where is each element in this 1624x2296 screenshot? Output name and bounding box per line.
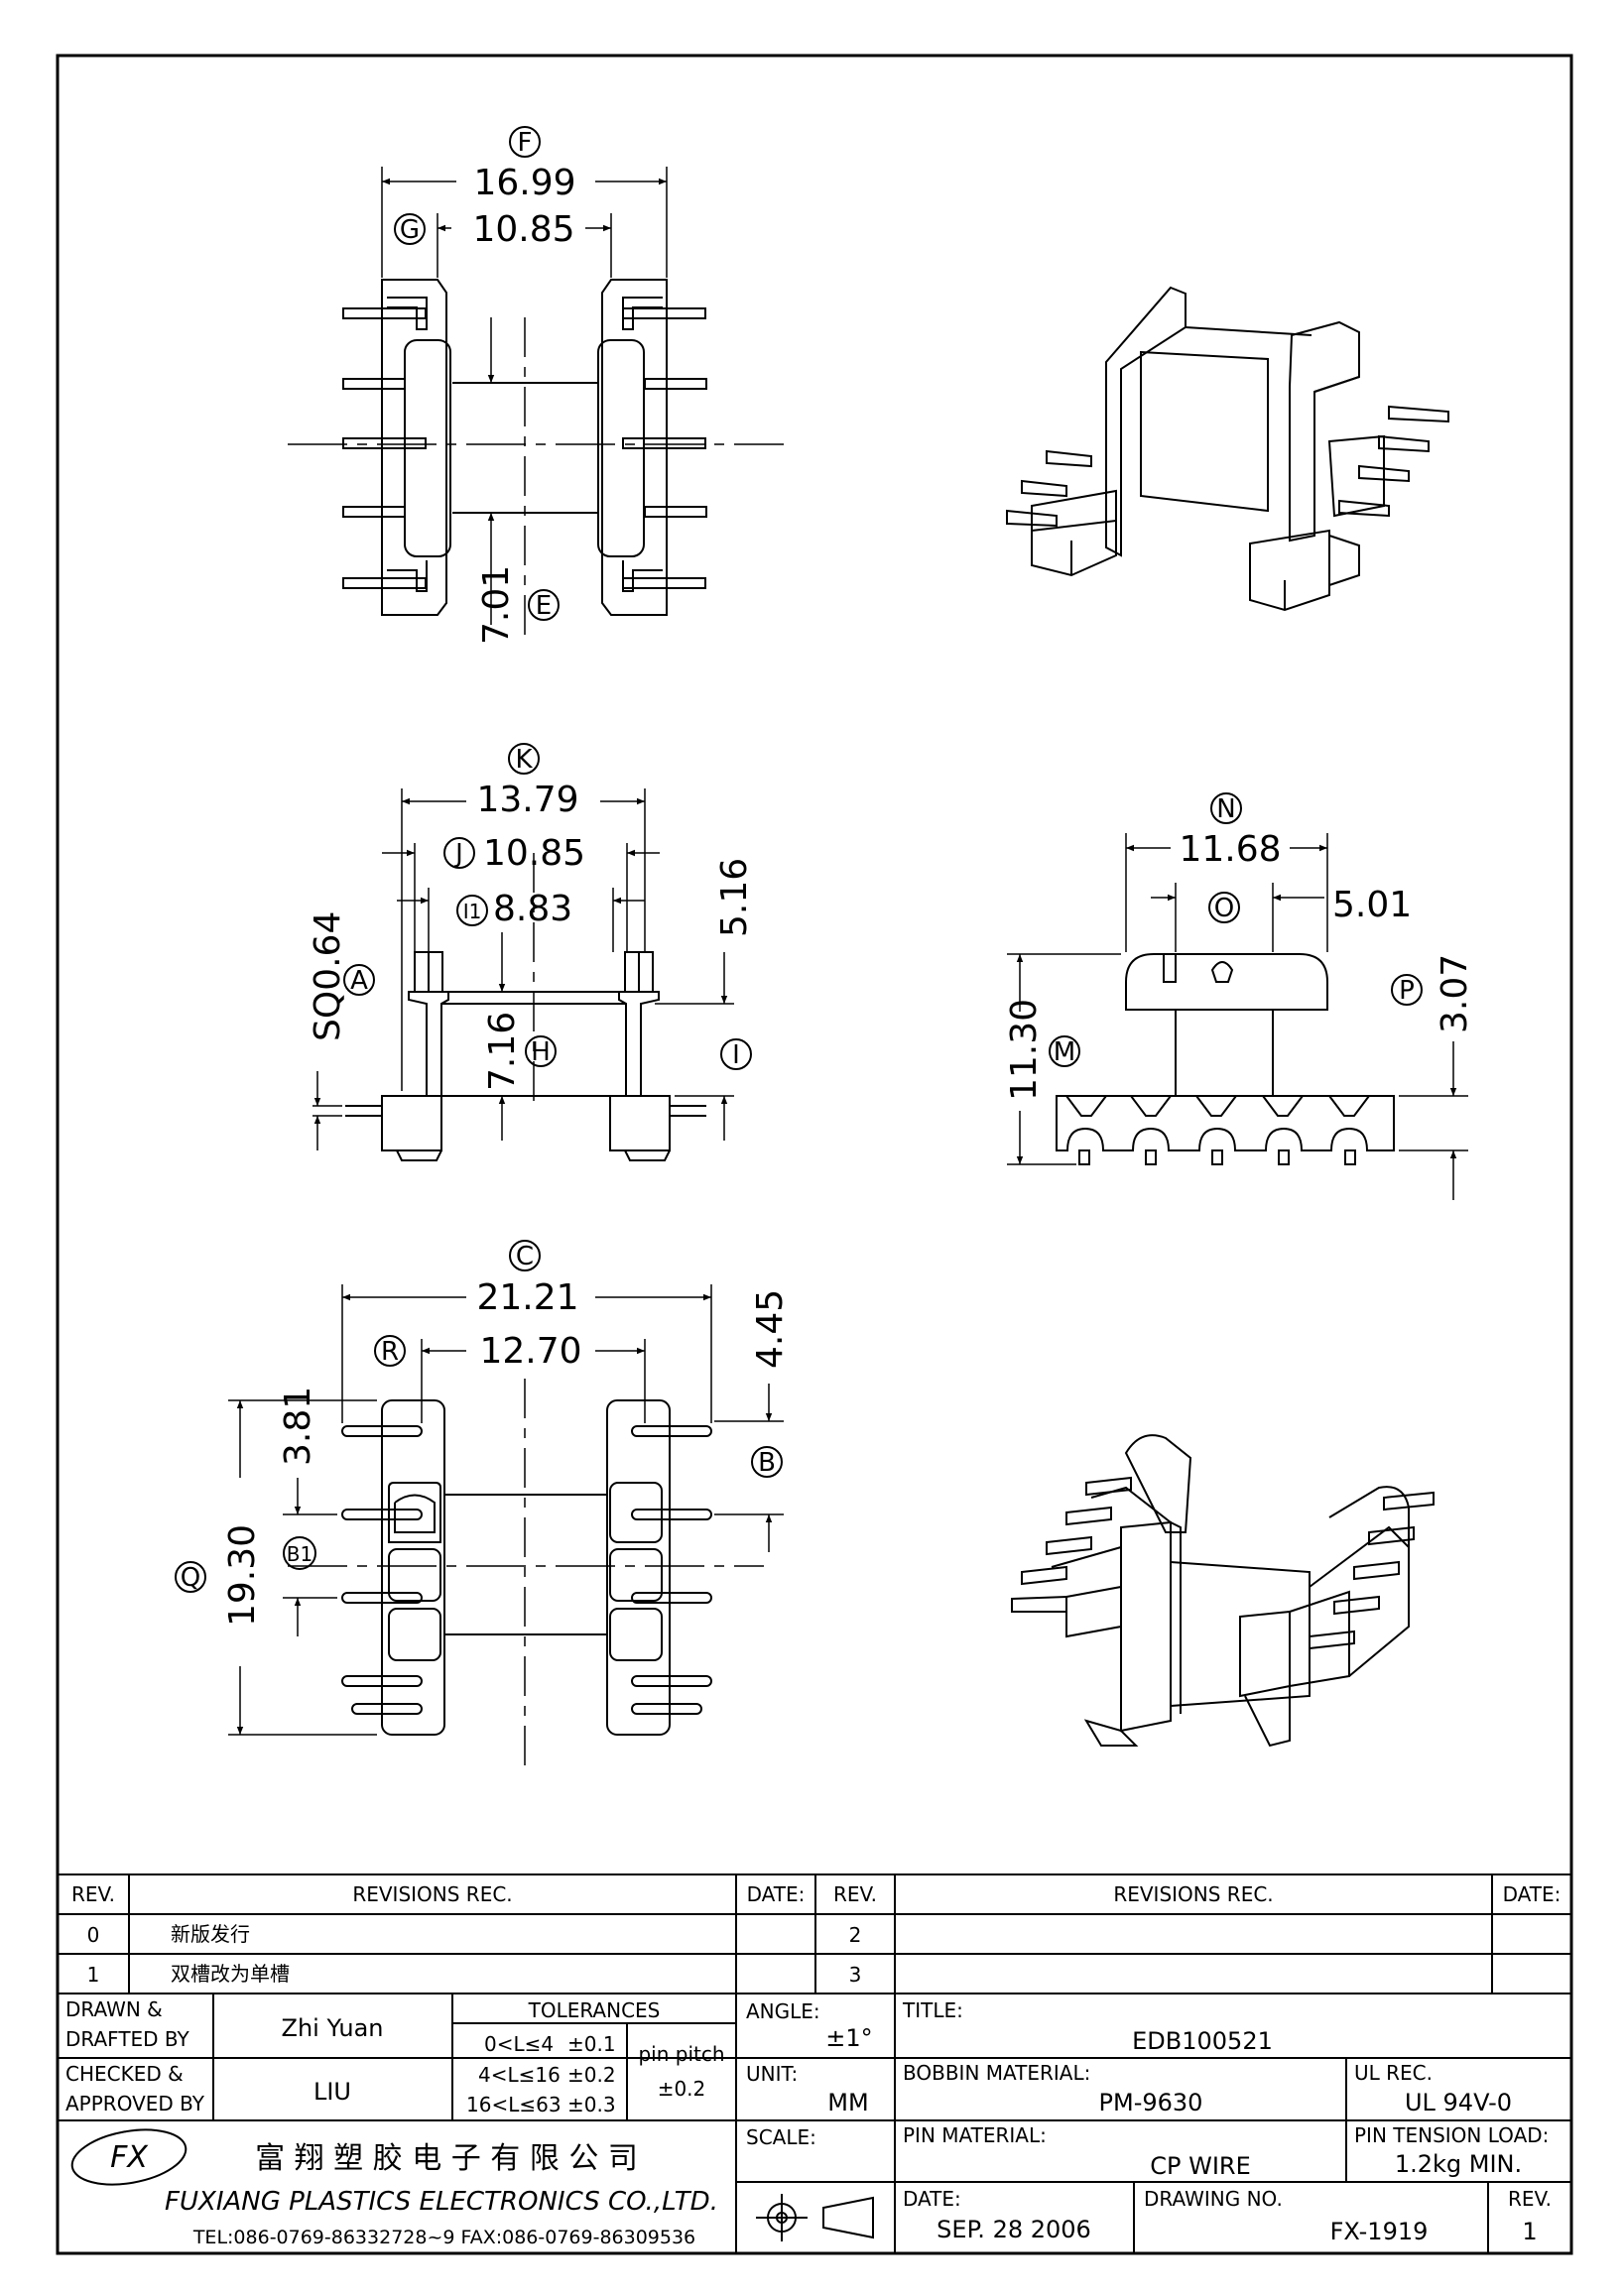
drawing-no-value: FX-1919 xyxy=(1330,2218,1429,2245)
dim-P-label: P xyxy=(1399,976,1415,1006)
side-view xyxy=(1007,792,1468,1200)
title-value: EDB100521 xyxy=(1132,2027,1273,2055)
dim-E-label: E xyxy=(536,591,552,621)
dim-A-label: A xyxy=(350,966,368,996)
dim-E-value: 7.01 xyxy=(476,565,517,645)
tol-row-2-range: 16<L≤63 xyxy=(466,2093,562,2116)
dim-C-value: 21.21 xyxy=(476,1277,578,1318)
dim-N-label: N xyxy=(1216,794,1235,824)
bobbin-material-label: BOBBIN MATERIAL: xyxy=(903,2061,1090,2085)
iso-view-top xyxy=(1006,286,1449,612)
pin-material-label: PIN MATERIAL: xyxy=(903,2123,1047,2147)
dim-R-label: R xyxy=(381,1337,399,1367)
tol-row-1-tol: ±0.2 xyxy=(567,2063,616,2087)
pin-material-value: CP WIRE xyxy=(1150,2152,1251,2180)
dim-O-value: 5.01 xyxy=(1332,885,1412,925)
angle-label: ANGLE: xyxy=(746,1999,820,2023)
dim-H-label: H xyxy=(531,1037,551,1067)
date-label: DATE: xyxy=(903,2187,961,2211)
checked-label-line1: CHECKED & xyxy=(65,2062,184,2086)
pin-pitch-tol: ±0.2 xyxy=(658,2077,706,2101)
dim-F-value: 16.99 xyxy=(473,163,575,203)
drawn-value: Zhi Yuan xyxy=(282,2014,384,2042)
company-contact: TEL:086-0769-86332728~9 FAX:086-0769-863… xyxy=(192,2227,695,2248)
date-value: SEP. 28 2006 xyxy=(937,2216,1091,2243)
sheet-border xyxy=(56,54,1573,2255)
drawn-label-line2: DRAFTED BY xyxy=(65,2027,190,2051)
pin-tension-label: PIN TENSION LOAD: xyxy=(1354,2123,1549,2147)
company-name-en: FUXIANG PLASTICS ELECTRONICS CO.,LTD. xyxy=(165,2187,718,2217)
pin-pitch-label: pin pitch xyxy=(638,2042,724,2066)
drawn-label-line1: DRAWN & xyxy=(65,1997,163,2021)
dim-Q-label: Q xyxy=(181,1563,200,1593)
bobbin-material-value: PM-9630 xyxy=(1099,2089,1203,2116)
dim-B1-value: 3.81 xyxy=(278,1387,318,1466)
bottom-view xyxy=(175,1240,784,1765)
front-view xyxy=(312,743,752,1161)
dim-C-label: C xyxy=(516,1242,534,1271)
projection-symbol-icon xyxy=(756,2194,874,2241)
rev-row-3-rev: 3 xyxy=(849,1963,862,1987)
dim-P-value: 3.07 xyxy=(1435,954,1475,1033)
dim-I-label: I xyxy=(732,1040,740,1070)
date-header-left: DATE: xyxy=(747,1882,806,1906)
dim-B1-label: B1 xyxy=(287,1542,312,1566)
tol-row-0-tol: ±0.1 xyxy=(567,2032,616,2056)
dim-I-value: 5.16 xyxy=(714,858,755,937)
iso-view-bottom xyxy=(1011,1434,1435,1748)
dim-O-label: O xyxy=(1214,894,1234,923)
drawing-no-label: DRAWING NO. xyxy=(1144,2187,1283,2211)
dim-B-label: B xyxy=(758,1448,776,1478)
tolerances-label: TOLERANCES xyxy=(528,1998,661,2022)
dim-K-value: 13.79 xyxy=(476,780,578,820)
rec-header-left: REVISIONS REC. xyxy=(352,1882,512,1906)
rev-header-left: REV. xyxy=(71,1882,115,1906)
dim-J-value: 10.85 xyxy=(483,833,585,874)
rev-value: 1 xyxy=(1522,2218,1537,2245)
top-view xyxy=(288,126,784,635)
dim-H-value: 7.16 xyxy=(482,1012,523,1091)
company-logo-text: FX xyxy=(110,2140,149,2175)
rev-row-1-rev: 1 xyxy=(87,1963,100,1987)
dim-I1-label: I1 xyxy=(463,900,482,923)
angle-value: ±1° xyxy=(825,2024,872,2052)
pin-tension-value: 1.2kg MIN. xyxy=(1395,2150,1522,2178)
dim-G-value: 10.85 xyxy=(472,209,574,250)
rev-row-0-rec: 新版发行 xyxy=(171,1922,250,1946)
dim-A-value: SQ0.64 xyxy=(308,911,348,1041)
company-logo-icon xyxy=(70,2128,187,2186)
rev-label: REV. xyxy=(1508,2187,1552,2211)
dim-J-label: J xyxy=(453,839,463,869)
checked-value: LIU xyxy=(313,2078,351,2106)
ul-label: UL REC. xyxy=(1354,2061,1433,2085)
rev-row-2-rev: 2 xyxy=(849,1923,862,1947)
tol-row-0-range: 0<L≤4 xyxy=(484,2032,554,2056)
rev-row-1-rec: 双槽改为单槽 xyxy=(171,1962,290,1986)
unit-label: UNIT: xyxy=(746,2062,798,2086)
date-header-right: DATE: xyxy=(1503,1882,1562,1906)
scale-label: SCALE: xyxy=(746,2125,816,2149)
rec-header-right: REVISIONS REC. xyxy=(1113,1882,1273,1906)
dim-M-value: 11.30 xyxy=(1004,999,1045,1101)
dim-B-value: 4.45 xyxy=(750,1289,791,1369)
dim-Q-value: 19.30 xyxy=(222,1524,263,1627)
tol-row-1-range: 4<L≤16 xyxy=(478,2063,561,2087)
dim-K-label: K xyxy=(515,745,533,775)
company-name-cn: 富 翔 塑 胶 电 子 有 限 公 司 xyxy=(255,2141,638,2176)
title-label: TITLE: xyxy=(902,1998,963,2022)
dim-F-label: F xyxy=(518,128,533,158)
dim-G-label: G xyxy=(400,215,420,245)
tol-row-2-tol: ±0.3 xyxy=(567,2093,616,2116)
unit-value: MM xyxy=(827,2089,868,2116)
dim-N-value: 11.68 xyxy=(1179,829,1281,870)
dim-R-value: 12.70 xyxy=(479,1331,581,1372)
ul-value: UL 94V-0 xyxy=(1405,2089,1512,2116)
dim-I1-value: 8.83 xyxy=(493,889,572,929)
checked-label-line2: APPROVED BY xyxy=(65,2092,205,2115)
title-block-grid xyxy=(58,1873,1571,2253)
dim-M-label: M xyxy=(1054,1037,1075,1067)
rev-header-right: REV. xyxy=(833,1882,877,1906)
rev-row-0-rev: 0 xyxy=(87,1923,100,1947)
